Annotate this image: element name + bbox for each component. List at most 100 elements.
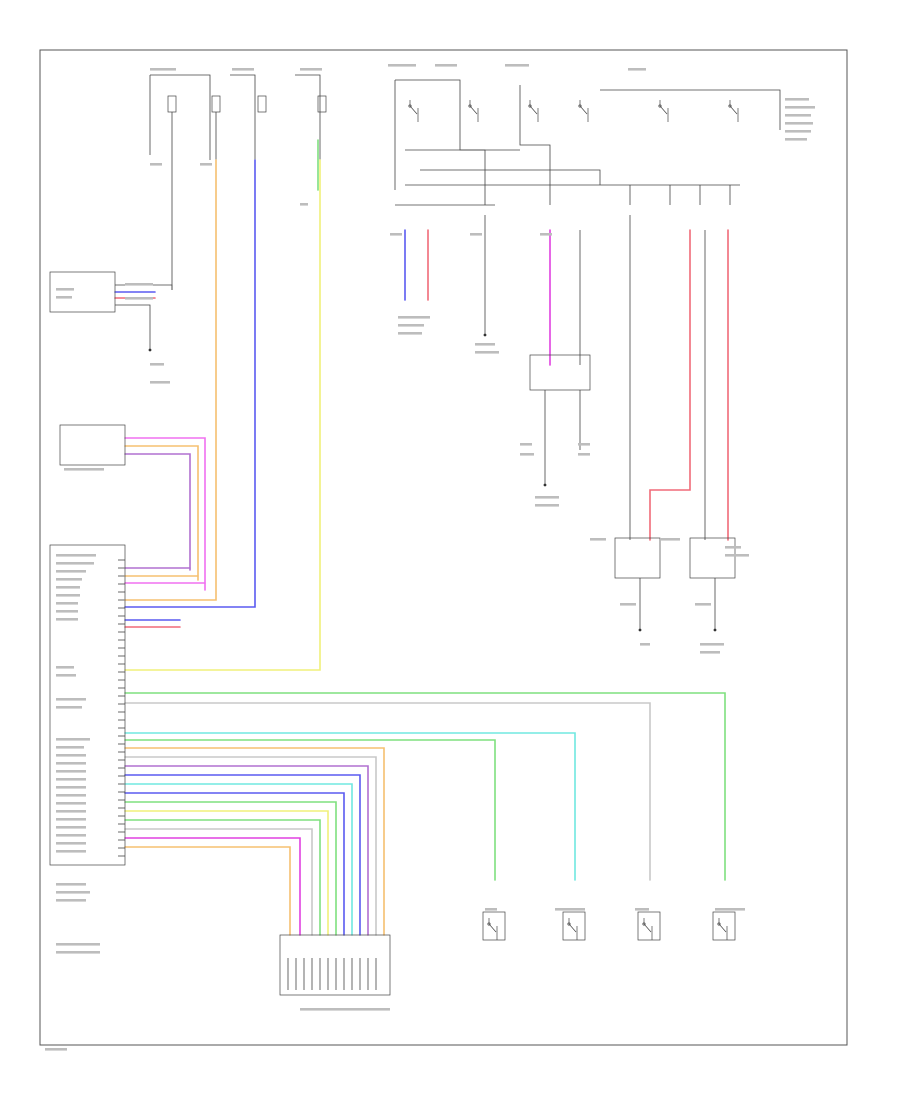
combo-switch-wire-2 — [124, 756, 377, 936]
illegible-label-71 — [590, 538, 606, 541]
illegible-label-33 — [56, 602, 78, 605]
illegible-label-66 — [520, 453, 534, 456]
illegible-label-67 — [578, 443, 590, 446]
bcm-wire-blue — [124, 159, 256, 608]
illegible-label-63 — [475, 343, 495, 346]
illegible-label-77 — [640, 643, 650, 646]
illegible-label-20 — [56, 288, 74, 291]
door-switch-3-blade — [643, 918, 652, 933]
illegible-label-8 — [785, 98, 809, 101]
illegible-label-43 — [56, 762, 86, 765]
bcm-wire-orange — [124, 159, 217, 601]
illegible-label-21 — [56, 296, 72, 299]
illegible-label-69 — [535, 496, 559, 499]
illegible-label-44 — [56, 770, 86, 773]
illegible-label-30 — [56, 578, 82, 581]
relay-bus — [600, 89, 781, 130]
illegible-label-47 — [56, 794, 86, 797]
combo-switch-wire-11 — [124, 837, 301, 936]
illegible-label-25 — [150, 381, 170, 384]
door-switch-3-pivot — [642, 922, 646, 926]
illegible-label-40 — [56, 738, 90, 741]
illegible-label-74 — [725, 554, 749, 557]
meter-ground — [115, 304, 151, 350]
illegible-label-11 — [785, 122, 813, 125]
illegible-label-58 — [56, 943, 100, 946]
ground-point-2 — [543, 483, 547, 487]
optical-wire-pink — [124, 437, 206, 591]
ground-point-4 — [713, 628, 717, 632]
illegible-label-78 — [700, 643, 724, 646]
illegible-label-12 — [785, 130, 811, 133]
meter-ground-point — [148, 348, 152, 352]
fuse-feed-3 — [230, 74, 256, 160]
relay-switch-6-blade — [729, 100, 738, 115]
illegible-label-36 — [56, 666, 74, 669]
door-switch-1-pivot — [487, 922, 491, 926]
illegible-label-55 — [56, 883, 86, 886]
illegible-label-3 — [300, 68, 322, 71]
illegible-label-60 — [398, 316, 430, 319]
illegible-label-49 — [56, 810, 86, 813]
door-wire-gray — [124, 702, 651, 881]
illegible-label-72 — [660, 538, 680, 541]
illegible-label-84 — [300, 1008, 390, 1011]
illegible-label-82 — [635, 908, 649, 911]
door-switch-4-blade — [718, 918, 727, 933]
illegible-label-68 — [578, 453, 590, 456]
illegible-label-70 — [535, 504, 559, 507]
relay-feed-3 — [519, 85, 551, 205]
door-switch-2-blade — [568, 918, 577, 933]
illegible-label-75 — [620, 603, 636, 606]
combo-switch-wire-8 — [124, 810, 329, 936]
combination-switch-box — [279, 934, 391, 996]
door-switch-2-pivot — [567, 922, 571, 926]
fuse-3 — [257, 95, 267, 113]
fuse-1 — [167, 95, 177, 113]
relay-feed-2 — [395, 79, 486, 205]
illegible-label-31 — [56, 586, 80, 589]
illegible-label-48 — [56, 802, 86, 805]
fuse-2 — [211, 95, 221, 113]
bcm-wire-yellow — [124, 159, 321, 671]
illegible-label-7 — [628, 68, 646, 71]
colored-wires — [114, 139, 729, 936]
ground-point-1 — [483, 333, 487, 337]
combo-switch-wire-7 — [124, 801, 337, 936]
illegible-label-10 — [785, 114, 811, 117]
door-switch-1-blade — [488, 918, 497, 933]
door-switch-box-2 — [562, 911, 586, 941]
door-switch-box-3 — [637, 911, 661, 941]
illegible-label-54 — [56, 850, 86, 853]
illegible-label-85 — [45, 1048, 67, 1051]
illegible-label-37 — [56, 674, 76, 677]
illegible-label-73 — [725, 546, 741, 549]
door-switch-box-1 — [482, 911, 506, 941]
rh-headlamp-wire-red — [649, 229, 691, 541]
combo-switch-wire-5 — [124, 783, 353, 936]
illegible-label-52 — [56, 834, 86, 837]
headlamp-relay-box — [529, 354, 591, 391]
combo-switch-wire-4 — [124, 774, 361, 936]
combo-switch-wire-3 — [124, 765, 369, 936]
illegible-label-57 — [56, 899, 86, 902]
illegible-label-65 — [520, 443, 532, 446]
illegible-label-32 — [56, 594, 80, 597]
illegible-label-15 — [150, 163, 162, 166]
illegible-label-9 — [785, 106, 815, 109]
door-switch-4-pivot — [717, 922, 721, 926]
illegible-label-56 — [56, 891, 90, 894]
illegible-label-79 — [700, 651, 720, 654]
relay-link-2 — [420, 169, 601, 185]
illegible-label-45 — [56, 778, 86, 781]
illegible-label-16 — [300, 203, 308, 206]
illegible-label-46 — [56, 786, 86, 789]
illegible-label-2 — [232, 68, 254, 71]
fuse-4 — [317, 95, 327, 113]
labels — [45, 64, 815, 1051]
illegible-label-23 — [125, 297, 153, 300]
fuse-feed-2 — [150, 74, 211, 160]
combo-switch-wire-10 — [124, 828, 313, 936]
illegible-label-26 — [64, 468, 104, 471]
